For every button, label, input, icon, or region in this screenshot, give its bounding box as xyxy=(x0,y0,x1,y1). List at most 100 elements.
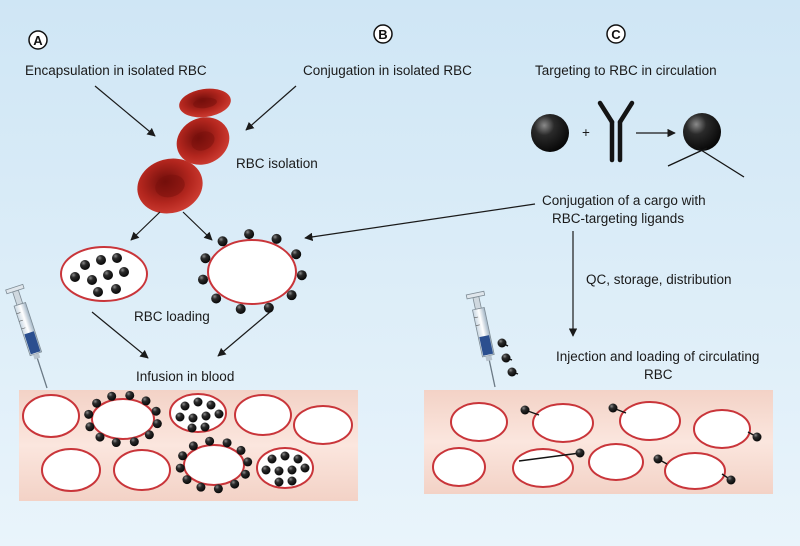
red-blood-cell-icon xyxy=(176,117,230,165)
rbc-with-surface-particles xyxy=(183,444,245,486)
rbc-with-bound-conjugate xyxy=(532,403,594,443)
particle-icon xyxy=(287,476,297,486)
red-blood-cell-icon xyxy=(179,88,231,118)
panel-a-badge: A xyxy=(28,30,48,50)
particle-icon xyxy=(300,463,310,473)
rbc xyxy=(432,447,486,487)
particle-icon xyxy=(107,391,117,401)
particle-icon xyxy=(178,451,188,461)
particle-icon xyxy=(84,409,94,419)
particle-icon xyxy=(188,413,198,423)
particle-icon xyxy=(267,454,277,464)
particle-icon xyxy=(111,284,121,294)
particle-icon xyxy=(286,290,297,301)
vessel-right-conjugates xyxy=(518,403,762,485)
particle-icon xyxy=(752,432,762,442)
particle-icon xyxy=(211,293,222,304)
vessel-cells-right xyxy=(432,401,751,490)
particle-icon xyxy=(119,267,129,277)
particle-icon xyxy=(214,409,224,419)
plus-sign: + xyxy=(582,125,590,140)
particle-icon xyxy=(235,304,246,315)
rbc-with-surface-particles xyxy=(91,398,155,440)
surface-particles xyxy=(198,229,307,315)
red-blood-cell-icon xyxy=(137,158,203,214)
antibody-icon xyxy=(597,100,635,163)
particle-icon xyxy=(230,479,240,489)
panel-b-badge: B xyxy=(373,24,393,44)
particle-icon xyxy=(213,484,223,494)
particle-icon xyxy=(608,403,618,413)
particle-icon xyxy=(287,465,297,475)
conjugated-particle-icon xyxy=(683,113,721,151)
rbc-isolation-label: RBC isolation xyxy=(236,156,318,171)
particle-icon xyxy=(151,406,161,416)
particle-icon xyxy=(144,430,154,440)
particle-icon xyxy=(497,338,507,348)
infusion-label: Infusion in blood xyxy=(136,369,234,384)
rbc xyxy=(234,394,292,436)
rbc xyxy=(293,405,353,445)
particle-icon xyxy=(80,260,90,270)
particle-icon xyxy=(96,255,106,265)
rbc-with-bound-conjugate xyxy=(512,448,574,488)
arrow-conjugated-to-infusion xyxy=(217,311,271,357)
particle-icon xyxy=(200,422,210,432)
panel-a-letter: A xyxy=(33,33,43,48)
particle-icon xyxy=(243,457,253,467)
particle-icon xyxy=(206,400,216,410)
ligand-link xyxy=(518,452,581,462)
arrow-a-to-rbc xyxy=(94,85,156,137)
syringe-icon xyxy=(5,283,48,389)
particle-icon xyxy=(70,272,80,282)
particle-icon xyxy=(93,287,103,297)
particle-icon xyxy=(92,398,102,408)
rbc-with-bound-conjugate xyxy=(619,401,681,441)
rbc xyxy=(41,448,101,492)
particle-icon xyxy=(240,469,250,479)
particle-icon xyxy=(188,441,198,451)
rbc-loading-label: RBC loading xyxy=(134,309,210,324)
particle-icon xyxy=(575,448,585,458)
panel-c-letter: C xyxy=(611,27,621,42)
particle-icon xyxy=(175,463,185,473)
particle-icon xyxy=(280,451,290,461)
particle-icon xyxy=(141,396,151,406)
rbc xyxy=(22,394,80,438)
particle-icon xyxy=(196,482,206,492)
conjugation-label-line2: RBC-targeting ligands xyxy=(552,211,684,226)
particle-icon xyxy=(293,454,303,464)
particle-icon xyxy=(111,438,121,448)
rbc-with-bound-conjugate xyxy=(693,409,751,449)
particle-icon xyxy=(193,397,203,407)
particle-icon xyxy=(271,233,282,244)
encapsulated-particles xyxy=(70,253,129,297)
panel-c-badge: C xyxy=(606,24,626,44)
particle-icon xyxy=(244,229,255,240)
particle-icon xyxy=(222,438,232,448)
particle-icon xyxy=(85,422,95,432)
vessel-left-particles xyxy=(84,390,310,494)
particle-icon xyxy=(291,249,302,260)
particle-icon xyxy=(152,419,162,429)
particle-icon xyxy=(520,405,530,415)
particle-icon xyxy=(531,114,569,152)
particle-icon xyxy=(125,390,135,400)
particle-icon xyxy=(653,454,663,464)
attached-ligand xyxy=(667,144,745,178)
particle-icon xyxy=(263,302,274,313)
rbc xyxy=(450,402,508,442)
particle-icon xyxy=(200,253,211,264)
panel-b-letter: B xyxy=(378,27,387,42)
particle-icon xyxy=(274,477,284,487)
syringe-icon xyxy=(465,290,496,388)
qc-label: QC, storage, distribution xyxy=(586,272,732,287)
panel-a-title: Encapsulation in isolated RBC xyxy=(25,63,207,78)
arrow-to-conjugated-cell xyxy=(182,211,213,241)
rbc xyxy=(113,449,171,491)
particle-icon xyxy=(175,412,185,422)
particle-icon xyxy=(201,411,211,421)
particle-icon xyxy=(87,275,97,285)
particle-icon xyxy=(236,445,246,455)
